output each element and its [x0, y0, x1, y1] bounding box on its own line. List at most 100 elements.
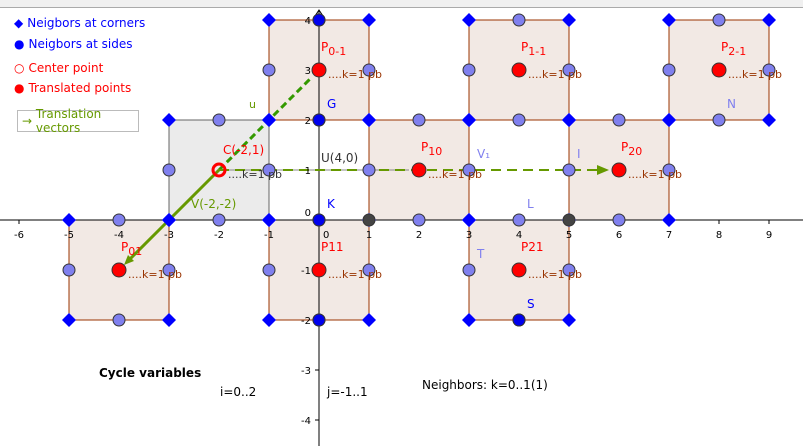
side-point[interactable] — [262, 263, 276, 277]
side-point[interactable] — [112, 213, 126, 227]
side-point[interactable] — [512, 213, 526, 227]
side-point[interactable] — [662, 63, 676, 77]
corner-point[interactable] — [762, 113, 776, 127]
side-point[interactable] — [612, 213, 626, 227]
corner-point[interactable] — [262, 213, 276, 227]
corner-point[interactable] — [562, 113, 576, 127]
vector-U-label: U(4,0) — [321, 151, 358, 165]
translated-point[interactable] — [611, 162, 627, 178]
corner-point[interactable] — [462, 313, 476, 327]
corner-point[interactable] — [262, 313, 276, 327]
side-point[interactable] — [712, 13, 726, 27]
legend-sides: ●Neigbors at sides — [14, 37, 133, 51]
corner-point[interactable] — [162, 113, 176, 127]
corner-point[interactable] — [462, 113, 476, 127]
corner-point[interactable] — [562, 313, 576, 327]
x-tick-label: 4 — [516, 230, 522, 241]
translated-point[interactable] — [411, 162, 427, 178]
side-point[interactable] — [362, 163, 376, 177]
k-label: ....k=1 pb — [328, 68, 382, 81]
corner-point[interactable] — [162, 313, 176, 327]
shared-point[interactable] — [362, 213, 376, 227]
side-point[interactable] — [512, 13, 526, 27]
side-point[interactable] — [562, 263, 576, 277]
side-point[interactable] — [712, 113, 726, 127]
dot-icon: ● — [14, 37, 25, 51]
side-point[interactable] — [262, 163, 276, 177]
side-point[interactable] — [212, 213, 226, 227]
k-label: ....k=1 pb — [728, 68, 782, 81]
k-label: ....k=1 pb — [628, 168, 682, 181]
center-point[interactable] — [211, 162, 227, 178]
corner-point[interactable] — [662, 13, 676, 27]
y-tick-label: -2 — [301, 316, 311, 327]
x-tick-label: 2 — [416, 230, 422, 241]
side-point[interactable] — [562, 163, 576, 177]
side-point[interactable] — [562, 63, 576, 77]
side-point[interactable] — [112, 313, 126, 327]
corner-point[interactable] — [62, 213, 76, 227]
shared-point[interactable] — [562, 213, 576, 227]
point-label: K — [327, 197, 336, 211]
x-tick-label: 9 — [766, 230, 772, 241]
arrowhead-icon — [597, 165, 609, 175]
corner-point[interactable] — [362, 313, 376, 327]
translated-point[interactable] — [311, 62, 327, 78]
corner-point[interactable] — [162, 213, 176, 227]
corner-point[interactable] — [262, 13, 276, 27]
k-label: ....k=1 pb — [128, 268, 182, 281]
corner-point[interactable] — [662, 213, 676, 227]
corner-point[interactable] — [462, 213, 476, 227]
translated-point-label: P1-1 — [521, 40, 546, 58]
j-range: j=-1..1 — [327, 385, 368, 399]
side-point[interactable] — [662, 163, 676, 177]
filled-dot-icon: ● — [14, 81, 25, 95]
side-point[interactable] — [612, 113, 626, 127]
x-tick-label: -2 — [214, 230, 224, 241]
side-point-dark[interactable] — [312, 113, 326, 127]
corner-point[interactable] — [762, 13, 776, 27]
side-point[interactable] — [162, 163, 176, 177]
k-label: ....k=1 pb — [228, 168, 282, 181]
side-point[interactable] — [362, 263, 376, 277]
translated-point[interactable] — [711, 62, 727, 78]
corner-point[interactable] — [362, 13, 376, 27]
side-point-dark[interactable] — [312, 13, 326, 27]
side-point[interactable] — [162, 263, 176, 277]
corner-point[interactable] — [562, 13, 576, 27]
translated-point[interactable] — [311, 262, 327, 278]
side-point[interactable] — [462, 263, 476, 277]
side-point-dark[interactable] — [312, 313, 326, 327]
side-point-dark[interactable] — [312, 213, 326, 227]
y-tick-label: 4 — [305, 16, 311, 27]
side-point[interactable] — [62, 263, 76, 277]
side-point[interactable] — [762, 63, 776, 77]
corner-point[interactable] — [462, 13, 476, 27]
corner-point[interactable] — [262, 113, 276, 127]
legend-corners: ◆Neigbors at corners — [14, 16, 146, 30]
side-point[interactable] — [512, 113, 526, 127]
side-point[interactable] — [212, 113, 226, 127]
x-tick-label: -3 — [164, 230, 174, 241]
translated-point[interactable] — [511, 62, 527, 78]
side-point-dark[interactable] — [512, 313, 526, 327]
side-point[interactable] — [412, 113, 426, 127]
center-label: C(-2,1) — [223, 143, 264, 157]
translated-point[interactable] — [111, 262, 127, 278]
point-label: N — [727, 97, 736, 111]
side-point[interactable] — [462, 163, 476, 177]
side-point[interactable] — [462, 63, 476, 77]
side-point[interactable] — [362, 63, 376, 77]
corner-point[interactable] — [662, 113, 676, 127]
translation-vectors-checkbox[interactable]: → Translation vectors — [17, 107, 139, 135]
corner-point[interactable] — [62, 313, 76, 327]
side-point[interactable] — [262, 63, 276, 77]
origin-label: 0 — [323, 230, 329, 241]
legend-translated: ●Translated points — [14, 81, 132, 95]
corner-point[interactable] — [362, 113, 376, 127]
translated-point[interactable] — [511, 262, 527, 278]
side-point[interactable] — [412, 213, 426, 227]
neighbors-range: Neighbors: k=0..1(1) — [422, 378, 548, 392]
